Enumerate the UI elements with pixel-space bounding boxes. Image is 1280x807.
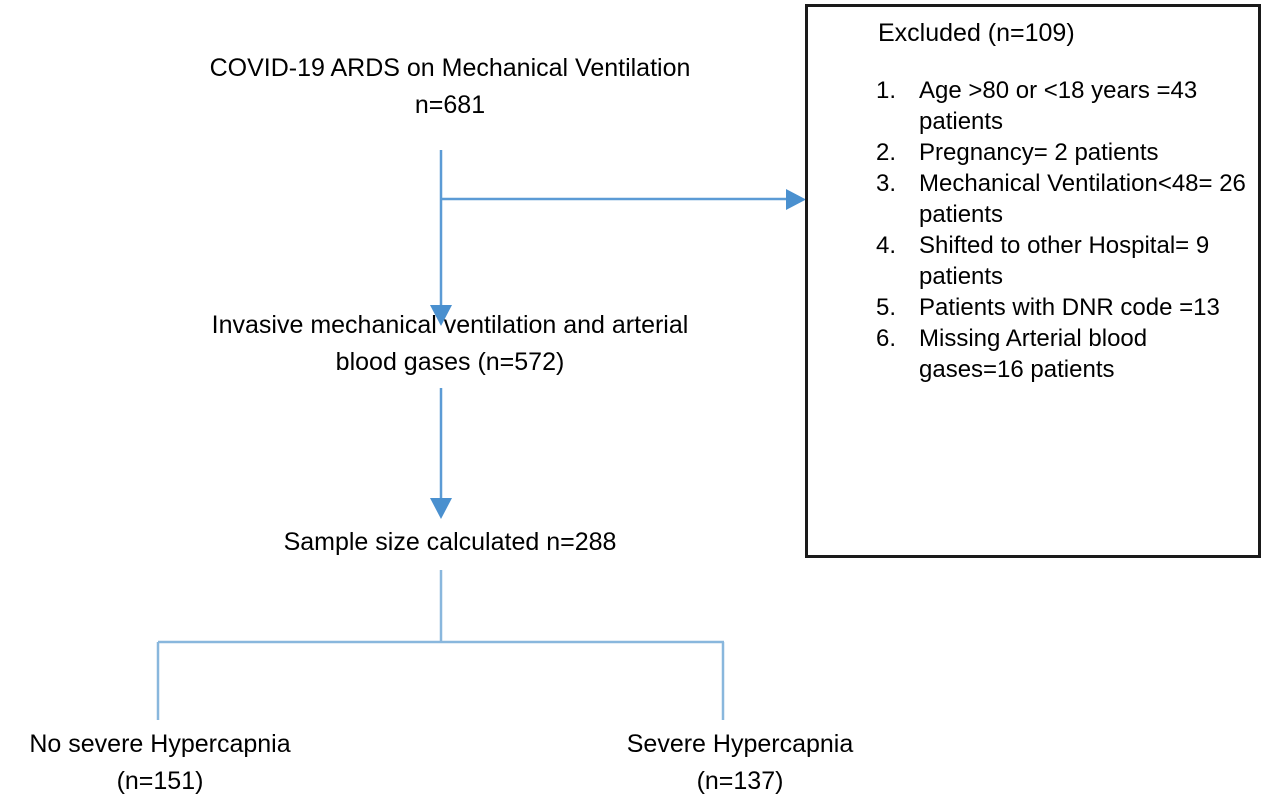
- excluded-reason-item: 4. Shifted to other Hospital= 9 patients: [871, 230, 1248, 292]
- excluded-reason-text: Missing Arterial blood gases=16 patients: [919, 325, 1148, 383]
- arrowhead-down-sample: [430, 498, 452, 519]
- node-eligible: Invasive mechanical ventilation and arte…: [211, 311, 689, 376]
- node-enrollment: COVID-19 ARDS on Mechanical Ventilation …: [209, 54, 691, 119]
- excluded-reason-text: Pregnancy= 2 patients: [919, 139, 1159, 166]
- excluded-reason-text: Patients with DNR code =13: [919, 294, 1220, 321]
- excluded-reason-text: Shifted to other Hospital= 9 patients: [919, 232, 1210, 290]
- excluded-reason-text: Age >80 or <18 years =43 patients: [919, 77, 1198, 135]
- arrowhead-right-excluded: [786, 189, 806, 210]
- excluded-reasons-list: 1. Age >80 or <18 years =43 patients 2. Pre…: [871, 75, 1248, 385]
- node-outcome-severe-hypercapnia: Severe Hypercapnia (n=137): [626, 730, 854, 795]
- excluded-reason-item: 1. Age >80 or <18 years =43 patients: [871, 75, 1248, 137]
- excluded-box: Excluded (n=109) 1. Age >80 or <18 years …: [805, 4, 1261, 558]
- excluded-reason-item: 3. Mechanical Ventilation<48= 26 patients: [871, 168, 1248, 230]
- excluded-reason-item: 2. Pregnancy= 2 patients: [871, 137, 1248, 168]
- excluded-reason-item: 6. Missing Arterial blood gases=16 patien…: [871, 323, 1248, 385]
- excluded-reason-number: 5.: [876, 294, 897, 321]
- excluded-reason-number: 2.: [876, 139, 897, 166]
- excluded-reason-number: 3.: [876, 170, 897, 197]
- excluded-reason-text: Mechanical Ventilation<48= 26 patients: [919, 170, 1246, 228]
- excluded-reason-number: 4.: [876, 232, 897, 259]
- excluded-box-title: Excluded (n=109): [878, 19, 1075, 47]
- excluded-reason-number: 1.: [876, 77, 897, 104]
- node-sample-size: Sample size calculated n=288: [283, 528, 617, 556]
- excluded-reason-item: 5. Patients with DNR code =13: [871, 292, 1248, 323]
- node-outcome-no-severe-hypercapnia: No severe Hypercapnia (n=151): [29, 730, 291, 795]
- excluded-reason-number: 6.: [876, 325, 897, 352]
